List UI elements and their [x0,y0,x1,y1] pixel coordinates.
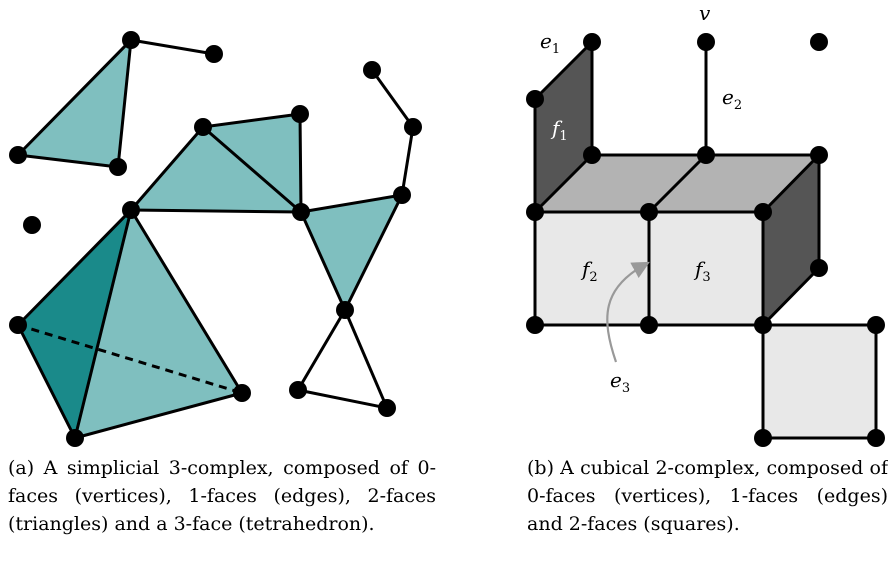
vertex [867,429,885,447]
vertex [66,429,84,447]
label-e1: e1 [540,29,560,57]
edge-20 [73,208,133,440]
square-f3 [649,212,763,325]
vertex [583,146,601,164]
edge-22 [73,391,244,440]
vertex [754,429,772,447]
edge-8 [761,153,821,214]
simplicial-complex-diagram [9,31,422,447]
edge-3 [116,38,133,169]
edge-12 [299,193,404,214]
edge-14 [343,193,404,312]
edge-16 [343,308,389,410]
vertex [754,316,772,334]
hidden-edge-dashed [17,323,243,395]
edge-10 [370,68,415,129]
vertex [640,203,658,221]
triangle-face-4 [301,195,402,310]
vertex [697,146,715,164]
edge-2 [16,38,133,157]
edge-5 [129,125,205,212]
e3-annotation-arrow [606,261,650,363]
square-f1 [535,42,592,212]
triangle-face-1 [18,40,131,167]
label-e3: e3 [610,368,630,396]
vertex [810,146,828,164]
vertex [393,186,411,204]
vertex [122,201,140,219]
vertex [810,33,828,51]
vertex [9,316,27,334]
edge-4 [533,153,594,214]
triangle-face-5 [75,210,242,438]
edge-9 [201,125,303,214]
edge-17 [296,388,389,410]
hidden-edge [17,323,243,395]
vertex [810,259,828,277]
vertex [583,33,601,51]
label-e2: e2 [722,85,742,113]
cubical-complex-diagram: e1 v e2 f1 f2 f3 e3 [526,1,885,447]
vertex [526,203,544,221]
vertex [363,61,381,79]
vertex [526,90,544,108]
vertex [205,45,223,63]
vertex [378,399,396,417]
edge-13 [299,210,347,312]
square-side [763,155,819,325]
edge-19 [129,208,244,395]
edge-4 [16,153,120,169]
triangle-face-2 [131,127,301,212]
vertex [289,381,307,399]
vertex [292,203,310,221]
edge-15 [296,308,347,392]
edge-1 [129,38,216,56]
edge-11 [400,125,415,197]
edge-15 [761,266,821,327]
square-f2 [535,212,649,325]
square-bottom-right [763,325,876,438]
vertex [754,203,772,221]
vertex [9,146,27,164]
vertex [122,31,140,49]
vertex [109,158,127,176]
triangle-face-3 [203,114,301,212]
edge-6 [129,208,303,214]
vertex [233,384,251,402]
edge-18 [16,208,133,327]
vertices [526,33,885,447]
vertex [194,118,212,136]
labels: e1 v e2 f1 f2 f3 e3 [540,1,742,396]
vertex [640,316,658,334]
edges [16,38,415,440]
vertices [9,31,422,447]
edge-1 [533,40,594,101]
triangle-faces [18,40,402,438]
label-v: v [699,1,711,25]
vertex [336,301,354,319]
vertex [291,105,309,123]
edge-7 [647,153,708,214]
vertex [23,216,41,234]
vertex [867,316,885,334]
vertex [697,33,715,51]
figure-canvas: e1 v e2 f1 f2 f3 e3 [9,1,885,447]
caption-panel-a: (a) A simplicial 3-complex, composed of … [8,457,436,535]
edge-8 [298,112,303,214]
edge-7 [201,112,302,129]
caption-panel-b: (b) A cubical 2-complex, composed of 0-f… [527,457,888,535]
edge-21 [16,323,77,440]
vertex [404,118,422,136]
vertex [526,316,544,334]
